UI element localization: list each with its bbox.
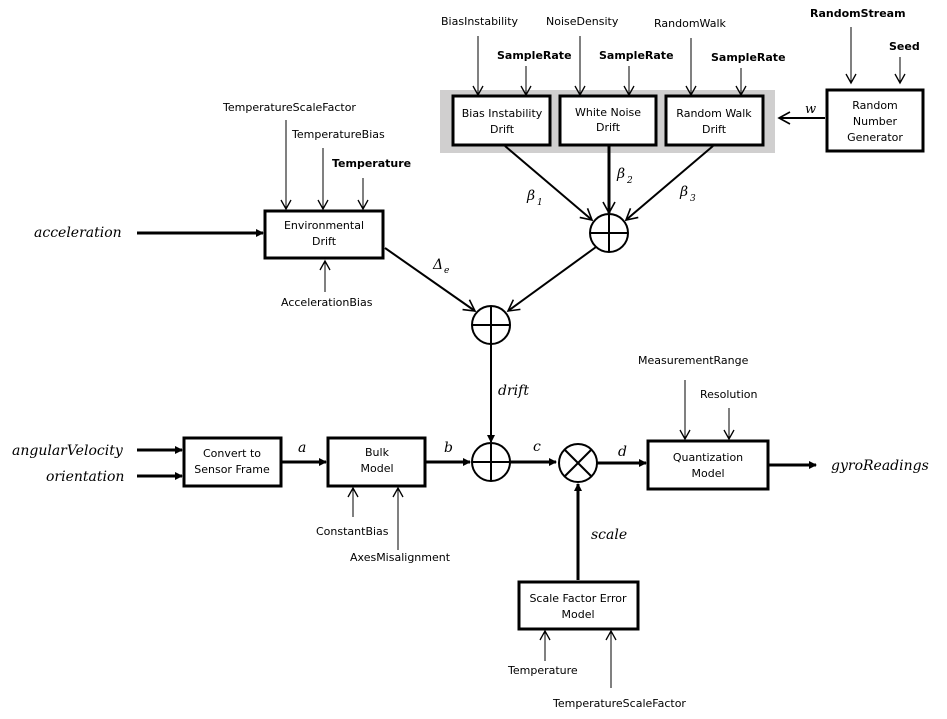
- white-noise-drift-block[interactable]: White Noise Drift: [558, 94, 658, 147]
- param-temperature: Temperature: [507, 664, 578, 677]
- svg-text:β: β: [679, 184, 688, 200]
- convert-to-sensor-frame-block[interactable]: Convert to Sensor Frame: [182, 436, 283, 488]
- param-sample-rate: SampleRate: [497, 49, 572, 62]
- delta-e-arrow: [384, 247, 477, 312]
- noise-to-drift-arrow: [506, 246, 597, 312]
- label-beta1: β 1: [526, 188, 543, 208]
- block-label: Bulk: [365, 446, 390, 459]
- param-random-walk: RandomWalk: [654, 17, 727, 30]
- block-label: Drift: [702, 123, 727, 136]
- block-label: Drift: [312, 235, 337, 248]
- svg-text:1: 1: [537, 198, 543, 208]
- param-seed: Seed: [889, 40, 920, 53]
- random-number-generator-block[interactable]: Random Number Generator: [825, 88, 925, 153]
- svg-text:e: e: [444, 266, 449, 276]
- block-label: Number: [853, 115, 898, 128]
- label-delta-e: Δ e: [432, 257, 449, 276]
- signal-scale: scale: [591, 527, 627, 543]
- signal-w: w: [805, 102, 816, 117]
- block-label: Quantization: [673, 451, 743, 464]
- param-constant-bias: ConstantBias: [316, 525, 389, 538]
- bias-instability-drift-block[interactable]: Bias Instability Drift: [451, 94, 552, 147]
- block-label: Environmental: [284, 219, 364, 232]
- svg-text:Δ: Δ: [432, 257, 443, 273]
- scale-factor-error-model-block[interactable]: Scale Factor Error Model: [517, 580, 640, 631]
- param-temperature: Temperature: [332, 157, 411, 170]
- block-label: Model: [561, 608, 594, 621]
- param-noise-density: NoiseDensity: [546, 15, 619, 28]
- beta1-arrow: [504, 145, 594, 222]
- param-axes-misalignment: AxesMisalignment: [350, 551, 451, 564]
- block-label: Generator: [847, 131, 903, 144]
- block-label: Model: [691, 467, 724, 480]
- param-sample-rate: SampleRate: [711, 51, 786, 64]
- block-label: Drift: [596, 121, 621, 134]
- input-angular-velocity: angularVelocity: [12, 443, 124, 459]
- signal-c: c: [533, 439, 541, 455]
- block-label: Random: [852, 99, 898, 112]
- block-label: Bias Instability: [462, 107, 543, 120]
- block-label: Model: [360, 462, 393, 475]
- svg-text:β: β: [616, 166, 625, 182]
- block-label: Scale Factor Error: [529, 592, 627, 605]
- label-beta3: β 3: [679, 184, 696, 204]
- param-temperature-bias: TemperatureBias: [291, 128, 385, 141]
- param-sample-rate: SampleRate: [599, 49, 674, 62]
- block-label: Sensor Frame: [194, 463, 270, 476]
- svg-text:β: β: [526, 188, 535, 204]
- quantization-model-block[interactable]: Quantization Model: [646, 439, 770, 491]
- input-acceleration: acceleration: [34, 225, 122, 241]
- param-random-stream: RandomStream: [810, 7, 906, 20]
- signal-drift: drift: [498, 383, 529, 399]
- signal-d: d: [618, 444, 627, 460]
- label-beta2: β 2: [616, 166, 633, 186]
- svg-text:3: 3: [690, 194, 696, 204]
- input-orientation: orientation: [46, 469, 124, 485]
- block-label: Drift: [490, 123, 515, 136]
- param-bias-instability: BiasInstability: [441, 15, 519, 28]
- param-temperature-scale-factor: TemperatureScaleFactor: [222, 101, 356, 114]
- param-measurement-range: MeasurementRange: [638, 354, 749, 367]
- block-label: Random Walk: [676, 107, 752, 120]
- block-label: Convert to: [203, 447, 261, 460]
- param-acceleration-bias: AccelerationBias: [281, 296, 373, 309]
- param-resolution: Resolution: [700, 388, 758, 401]
- param-temperature-scale-factor: TemperatureScaleFactor: [552, 697, 686, 710]
- bulk-model-block[interactable]: Bulk Model: [326, 436, 427, 488]
- environmental-drift-block[interactable]: Environmental Drift: [263, 209, 385, 260]
- signal-a: a: [298, 440, 306, 456]
- svg-text:2: 2: [626, 176, 633, 186]
- signal-b: b: [444, 440, 453, 456]
- beta3-arrow: [624, 145, 714, 222]
- output-gyro-readings: gyroReadings: [831, 458, 929, 474]
- block-label: White Noise: [575, 106, 641, 119]
- random-walk-drift-block[interactable]: Random Walk Drift: [664, 94, 765, 147]
